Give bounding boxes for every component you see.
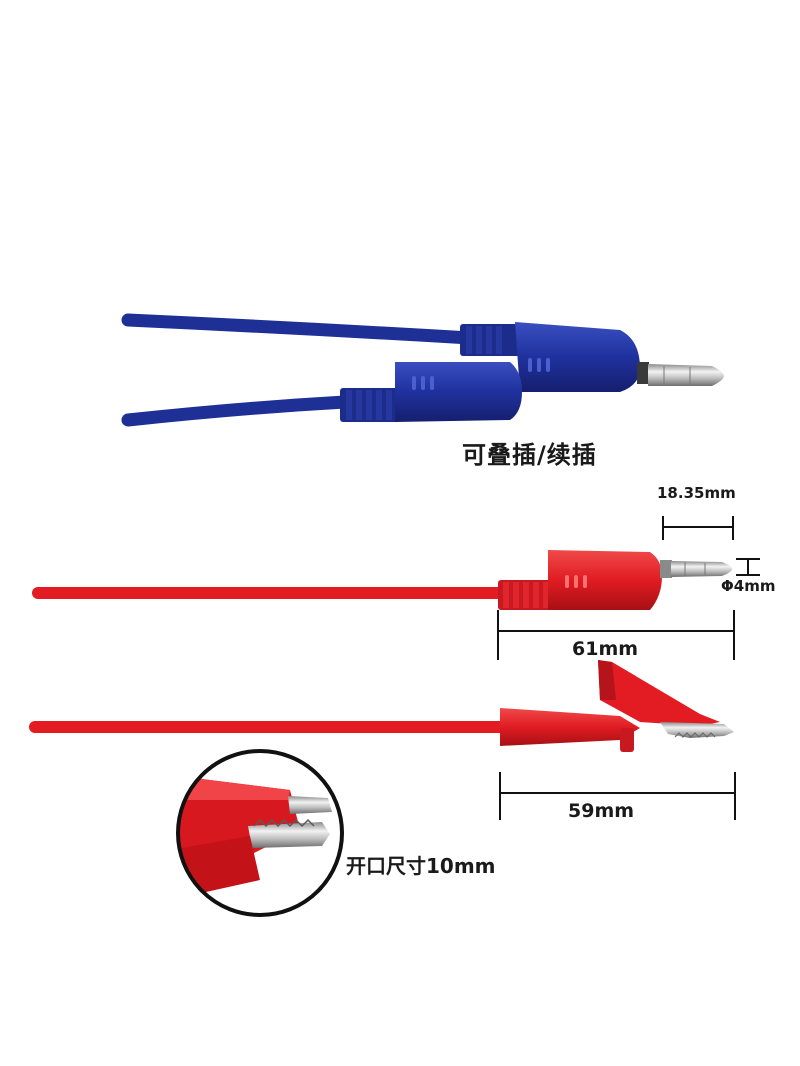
jaw-opening-label: 开口尺寸10mm bbox=[346, 854, 496, 878]
clip-length-label: 59mm bbox=[568, 800, 635, 822]
red-banana-plug-cable bbox=[32, 550, 732, 610]
blue-upper-plug bbox=[460, 322, 724, 392]
red-alligator-clip-cable bbox=[29, 660, 734, 752]
dimension-tip-diameter bbox=[736, 558, 760, 576]
dimension-plug-length bbox=[497, 610, 735, 660]
blue-stackable-cable bbox=[121, 313, 724, 427]
tip-length-label: 18.35mm bbox=[657, 484, 736, 502]
blue-lower-plug bbox=[340, 362, 522, 422]
plug-length-label: 61mm bbox=[572, 638, 639, 660]
jaw-closeup bbox=[176, 749, 344, 917]
dimension-clip-length bbox=[499, 772, 736, 820]
dimension-tip-length bbox=[662, 516, 734, 540]
tip-diameter-label: Φ4mm bbox=[721, 577, 776, 595]
stackable-label: 可叠插/续插 bbox=[462, 441, 597, 469]
